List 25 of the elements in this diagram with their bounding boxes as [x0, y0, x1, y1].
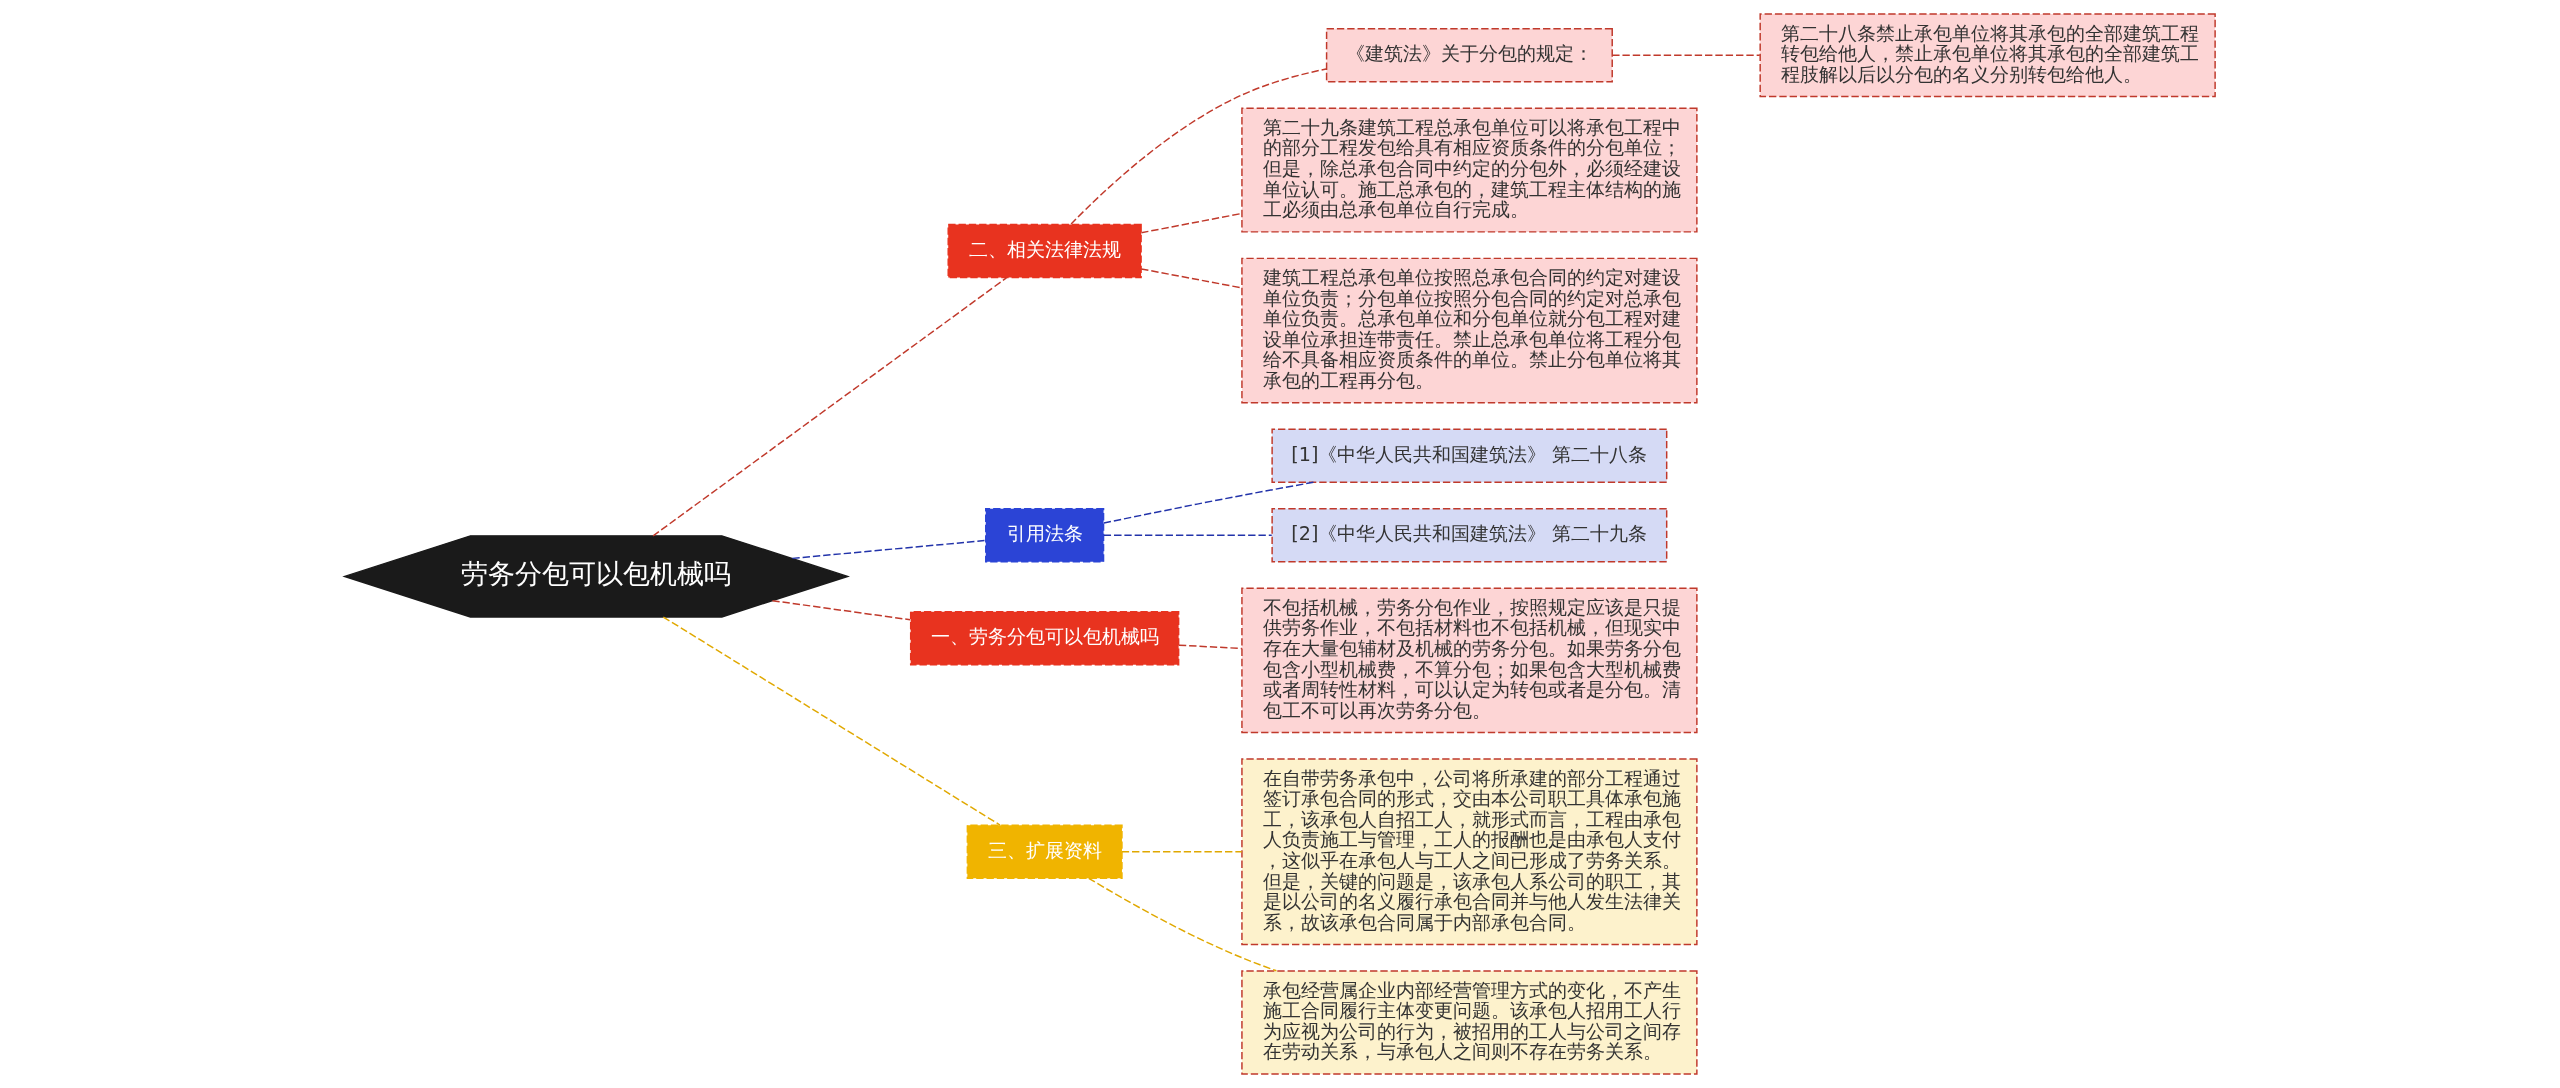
connector — [771, 599, 911, 621]
node-box: 三、扩展资料 — [966, 824, 1123, 879]
connector — [1088, 877, 1278, 972]
node-box: 在自带劳务承包中，公司将所承建的部分工程通过签订承包合同的形式，交由本公司职工具体承包施工，该承包人自招工人，就形式而言，工程由承包人负责施工与管理，工人的报酬也是由承包人支付，这似乎在承包人与工人之间已形成了劳务关系。但是，关键的问题是，该承包人系公司的职工，其是以公司的名义履行承包合同并与他人发生法律关系，故该承包合同属于内部承包合同。 — [1241, 758, 1698, 946]
connector — [1611, 54, 1761, 56]
connector — [1140, 268, 1243, 289]
connector — [1070, 68, 1327, 225]
connector — [1140, 212, 1243, 234]
node-box: 建筑工程总承包单位按照总承包合同的约定对建设单位负责；分包单位按照分包合同的约定对总承包单位负责。总承包单位和分包单位就分包工程对建设单位承担连带责任。禁止总承包单位将工程分包给不具备相应资质条件的单位。禁止分包单位将其承包的工程再分包。 — [1241, 257, 1698, 404]
node-box: 不包括机械，劳务分包作业，按照规定应该是只提供劳务作业，不包括材料也不包括机械，但现实中存在大量包辅材及机械的劳务分包。如果劳务分包包含小型机械费，不算分包；如果包含大型机械费或者周转性材料，可以认定为转包或者是分包。清包工不可以再次劳务分包。 — [1241, 587, 1698, 734]
connector — [1103, 534, 1273, 536]
connector — [662, 616, 1001, 826]
node-box: 引用法条 — [985, 507, 1105, 563]
node-box: 第二十八条禁止承包单位将其承包的全部建筑工程转包给他人，禁止承包单位将其承包的全部建筑工程肢解以后以分包的名义分别转包给他人。 — [1759, 13, 2216, 98]
node-box: 《建筑法》关于分包的规定： — [1325, 27, 1613, 83]
node-box: [1]《中华人民共和国建筑法》 第二十八条 — [1271, 428, 1668, 483]
node-box: 一、劳务分包可以包机械吗 — [909, 611, 1180, 666]
connector — [652, 277, 1008, 537]
node-box: 二、相关法律法规 — [947, 223, 1142, 279]
connector — [791, 539, 987, 560]
node-box: 承包经营属企业内部经营管理方式的变化，不产生施工合同履行主体变更问题。该承包人招用工人行为应视为公司的行为，被招用的工人与公司之间存在劳动关系，与承包人之间则不存在劳务关系。 — [1241, 970, 1698, 1075]
node-box: [2]《中华人民共和国建筑法》 第二十九条 — [1271, 507, 1668, 563]
connector — [1121, 850, 1243, 853]
node-box: 第二十九条建筑工程总承包单位可以将承包工程中的部分工程发包给具有相应资质条件的分包单位；但是，除总承包合同中约定的分包外，必须经建设单位认可。施工总承包的，建筑工程主体结构的施工必须由总承包单位自行完成。 — [1241, 107, 1698, 233]
connector — [1178, 644, 1243, 650]
